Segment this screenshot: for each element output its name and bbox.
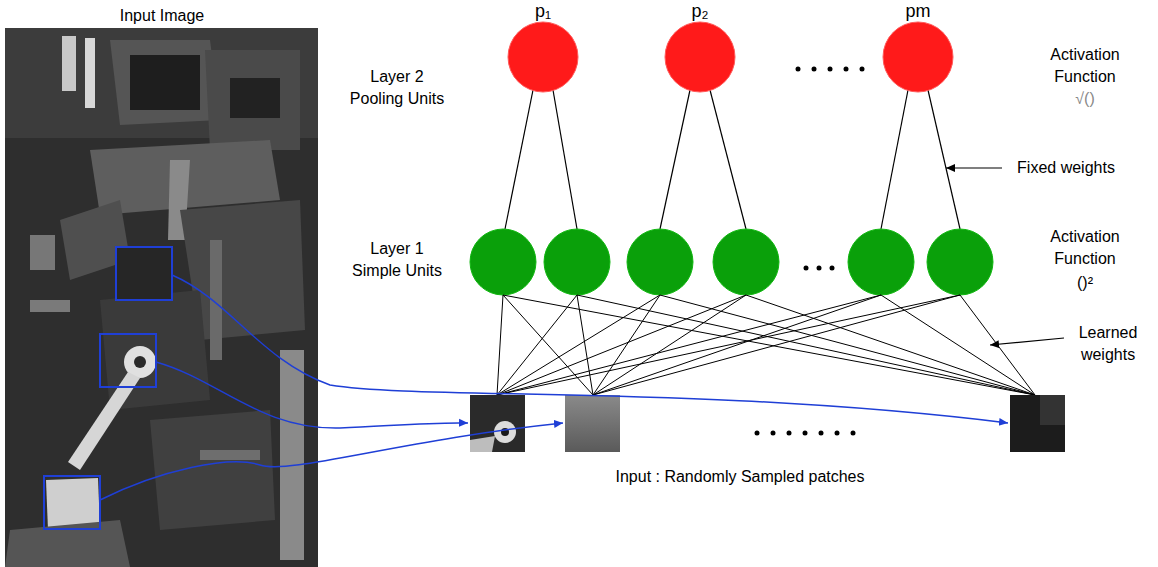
sample-arrow — [100, 275, 1008, 500]
annotation-text: Fixed weights — [1006, 157, 1126, 179]
annotation-text: Layer 2 Pooling Units — [342, 66, 452, 110]
simple-unit — [470, 229, 993, 295]
annotation-text: Layer 1 Simple Units — [345, 238, 449, 282]
unit-label: p₁ — [503, 0, 583, 22]
leader-arrow — [990, 338, 1064, 345]
annotation-text: Activation Function — [1037, 44, 1133, 88]
learned-weight-lines — [497, 295, 1035, 395]
fixed-weight-lines — [505, 90, 960, 229]
pooling-unit: pm — [878, 0, 958, 96]
sample-box — [100, 334, 156, 387]
ellipsis-dots — [755, 67, 865, 436]
annotation-text: √() — [1055, 88, 1115, 110]
sample-box — [44, 476, 100, 529]
unit-label: pm — [878, 0, 958, 22]
annotation-text: Learned weights — [1066, 322, 1150, 366]
annotation-text: Input Image — [62, 5, 262, 27]
annotation-text: ()² — [1055, 272, 1115, 294]
annotation-text: Input : Randomly Sampled patches — [560, 466, 920, 488]
unit-label: p₂ — [660, 0, 740, 22]
pooling-unit: p₂ — [660, 0, 740, 96]
sample-box — [116, 247, 172, 300]
annotation-text: Activation Function — [1037, 226, 1133, 270]
pooling-unit: p₁ — [503, 0, 583, 96]
input-image — [5, 28, 318, 567]
leader-arrow — [946, 167, 1002, 168]
